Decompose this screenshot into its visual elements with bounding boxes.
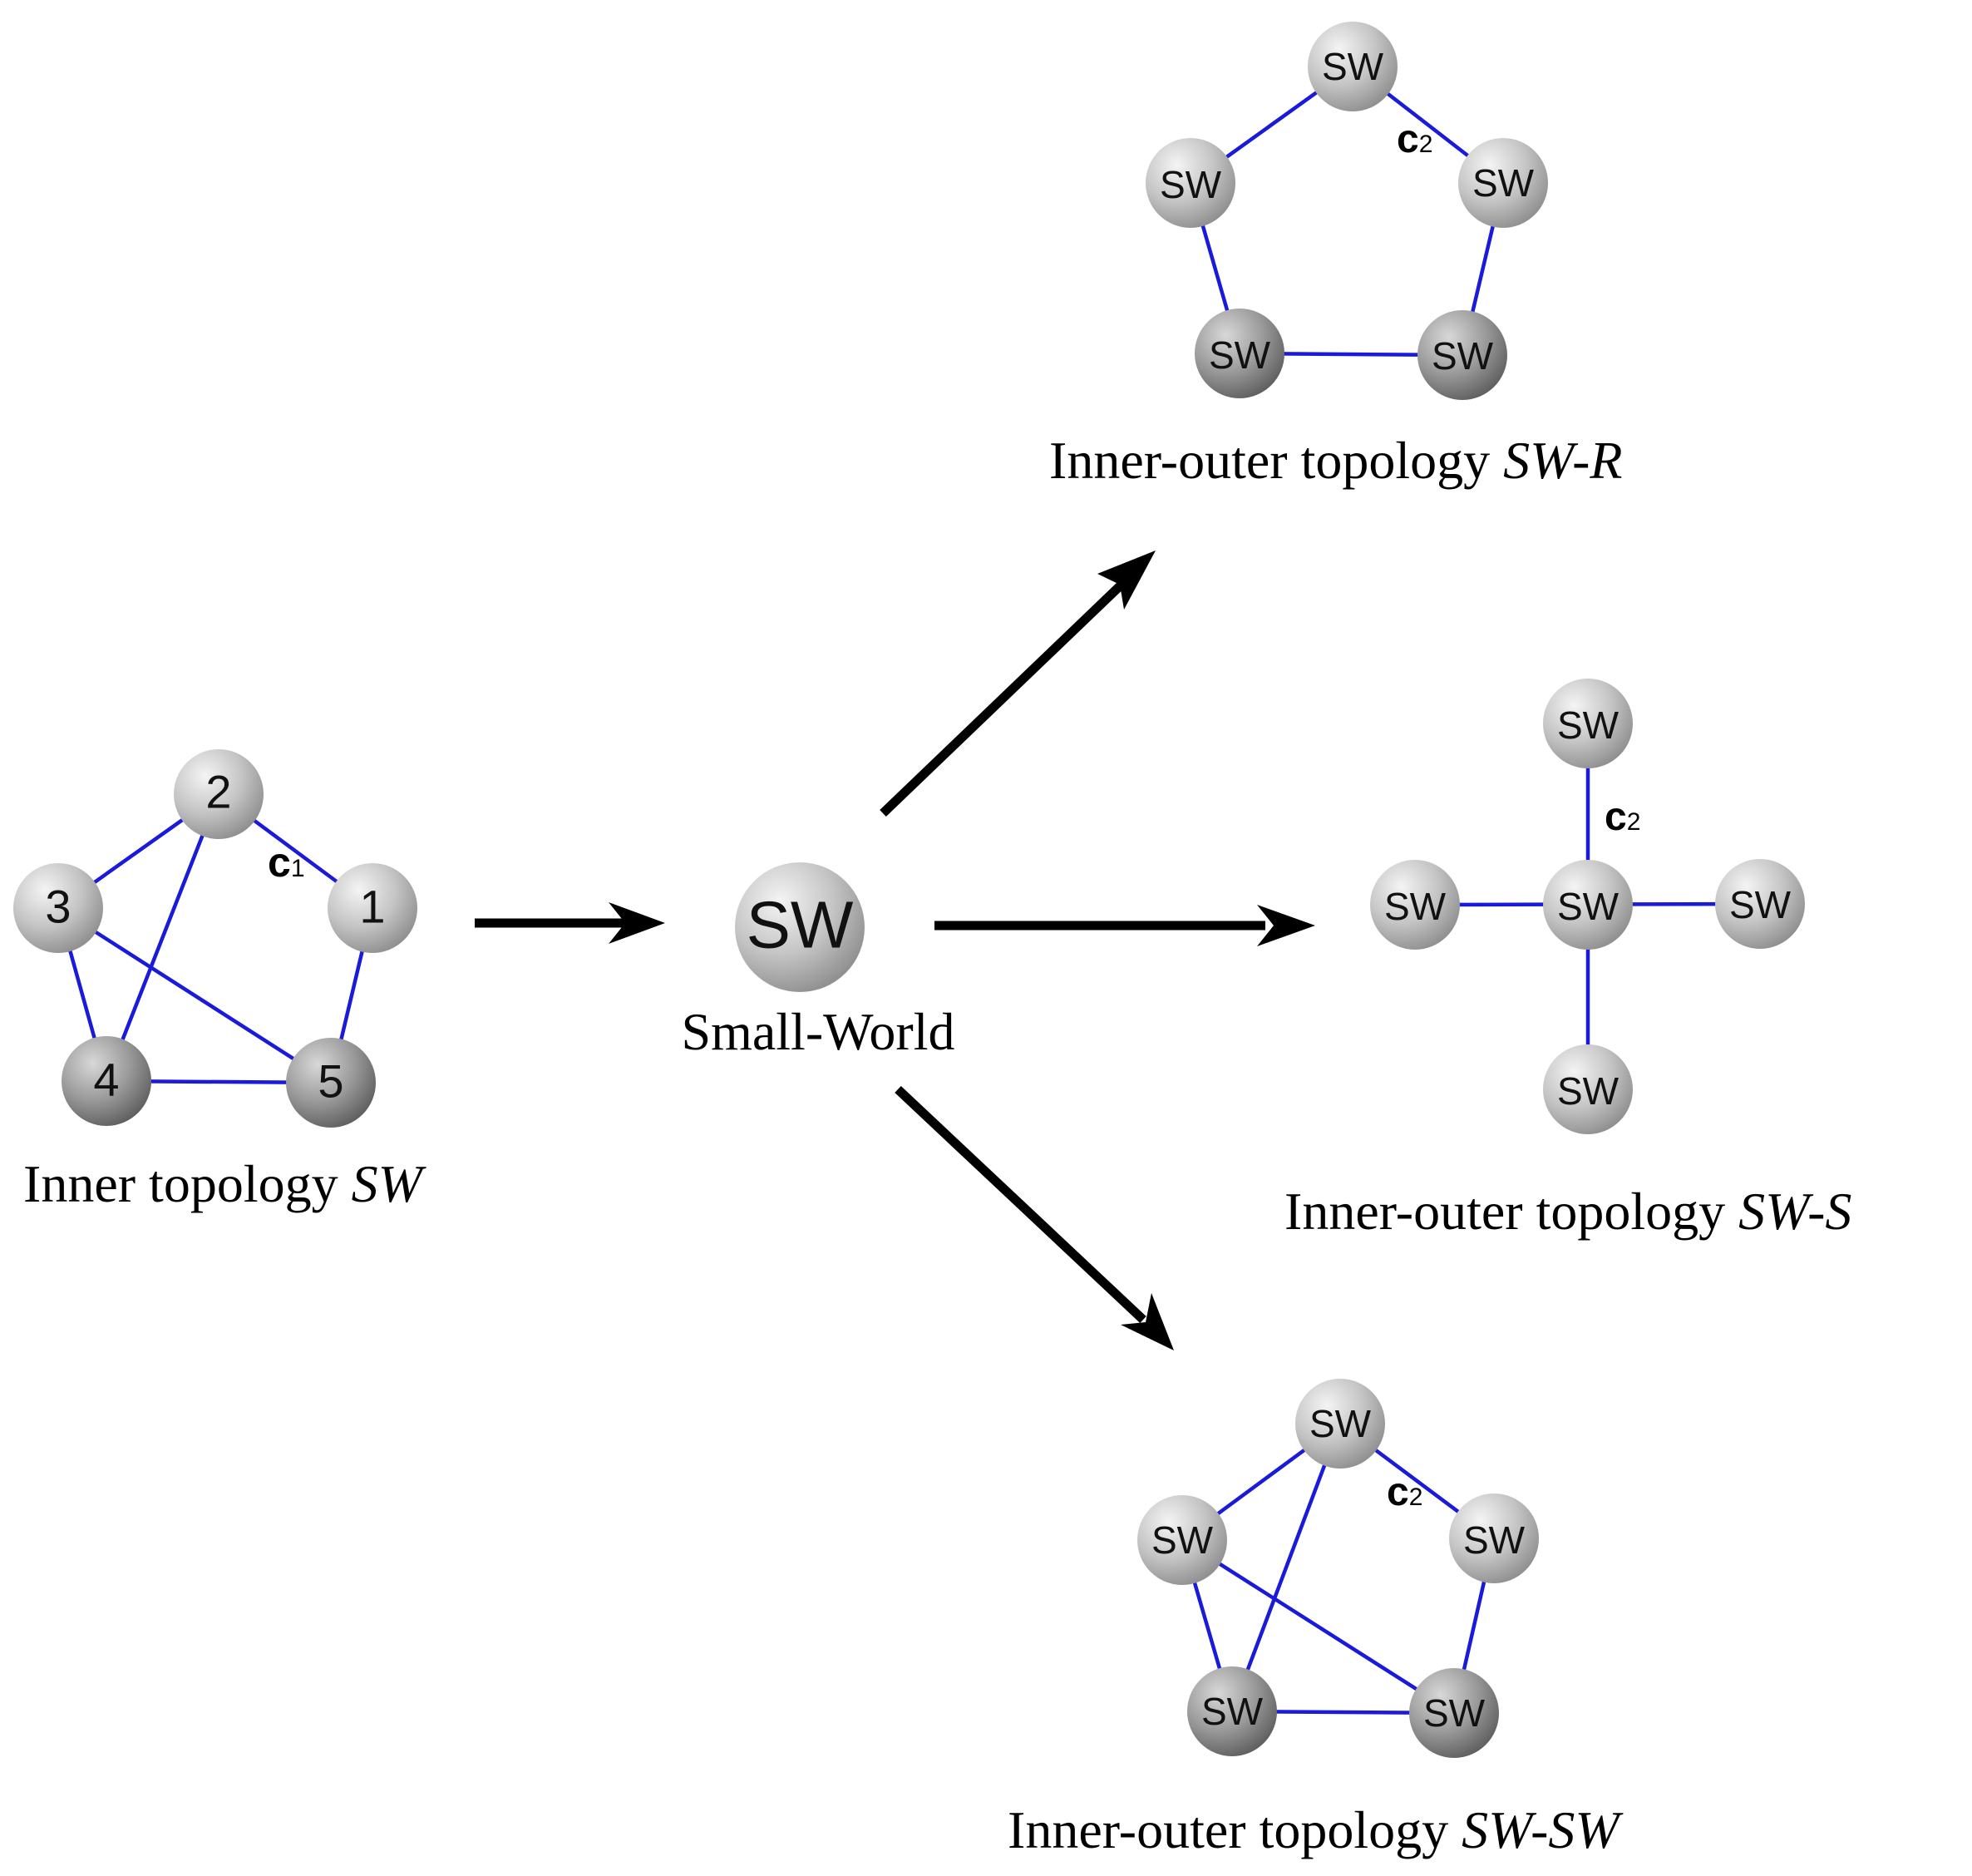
node-label: 3	[45, 881, 71, 933]
node-label: SW	[1201, 1690, 1264, 1733]
sw-node: SW	[1295, 1379, 1385, 1469]
sw-node: SW	[1308, 22, 1398, 111]
edge	[1181, 1538, 1456, 1715]
center-caption: Small-World	[681, 1002, 954, 1061]
sw-sw-topology-caption: Inner-outer topology SW-SW	[1008, 1800, 1624, 1859]
node-1: 1	[328, 863, 417, 953]
arrow-inner-to-center	[475, 902, 665, 944]
node-label: SW	[1160, 163, 1222, 206]
node-2: 2	[174, 749, 264, 839]
node-label: 4	[93, 1054, 119, 1106]
sw-node: SW	[1187, 1666, 1277, 1756]
sw-node: SW	[1458, 138, 1548, 228]
node-5: 5	[286, 1038, 376, 1128]
edge-weight-label: c1	[268, 839, 305, 886]
sw-node: SW	[1543, 679, 1633, 768]
sw-node: SW	[1370, 860, 1460, 950]
sw-node: SW	[1543, 1044, 1633, 1134]
node-label: SW	[1384, 885, 1447, 928]
node-label: SW	[1557, 1069, 1620, 1113]
node-label: SW	[1423, 1691, 1486, 1735]
node-label: SW	[1432, 334, 1494, 378]
star-topology-graph: SW SW SW SW SW c2	[1370, 679, 1805, 1134]
sw-node: SW	[1417, 310, 1507, 400]
ring-topology-caption: Inner-outer topology SW-R	[1049, 431, 1622, 490]
arrow-to-star	[934, 905, 1315, 946]
edge	[104, 793, 221, 1082]
node-label: SW	[1557, 704, 1620, 747]
node-label: SW	[1151, 1518, 1214, 1562]
inner-topology-caption: Inner topology SW	[23, 1154, 427, 1213]
sw-node-hub: SW	[1543, 860, 1633, 950]
node-3: 3	[13, 863, 103, 953]
arrow-to-sw	[895, 1085, 1174, 1350]
node-label: 2	[205, 766, 231, 818]
edge	[1230, 1423, 1343, 1712]
node-4: 4	[62, 1036, 151, 1126]
node-label: SW	[1463, 1518, 1526, 1562]
ring-topology-graph: SW SW SW SW SW c2	[1146, 22, 1548, 400]
edge	[57, 906, 333, 1084]
sw-node: SW	[1195, 309, 1284, 398]
node-label: SW	[747, 888, 854, 962]
sw-sw-topology-graph: SW SW SW SW SW c2	[1137, 1379, 1539, 1758]
sw-node: SW	[1715, 859, 1805, 949]
node-label: SW	[1309, 1402, 1372, 1445]
center-node: SW	[735, 862, 865, 992]
sw-node: SW	[1449, 1493, 1539, 1583]
sw-node: SW	[1409, 1668, 1499, 1758]
edge-weight-label: c2	[1387, 1470, 1422, 1514]
star-topology-caption: Inner-outer topology SW-S	[1284, 1182, 1851, 1241]
node-label: SW	[1209, 333, 1271, 377]
inner-topology-graph: 2 3 1 4 5 c1	[13, 749, 417, 1128]
node-label: 1	[359, 881, 385, 933]
edge-weight-label: c2	[1605, 795, 1640, 839]
edge-weight-label: c2	[1397, 117, 1432, 161]
node-label: SW	[1322, 45, 1384, 88]
node-label: SW	[1472, 161, 1535, 205]
node-label: SW	[1729, 883, 1792, 926]
arrow-to-ring	[880, 550, 1156, 817]
sw-node: SW	[1137, 1495, 1227, 1585]
node-label: SW	[1557, 885, 1620, 928]
sw-node: SW	[1146, 138, 1235, 228]
node-label: 5	[318, 1055, 343, 1108]
